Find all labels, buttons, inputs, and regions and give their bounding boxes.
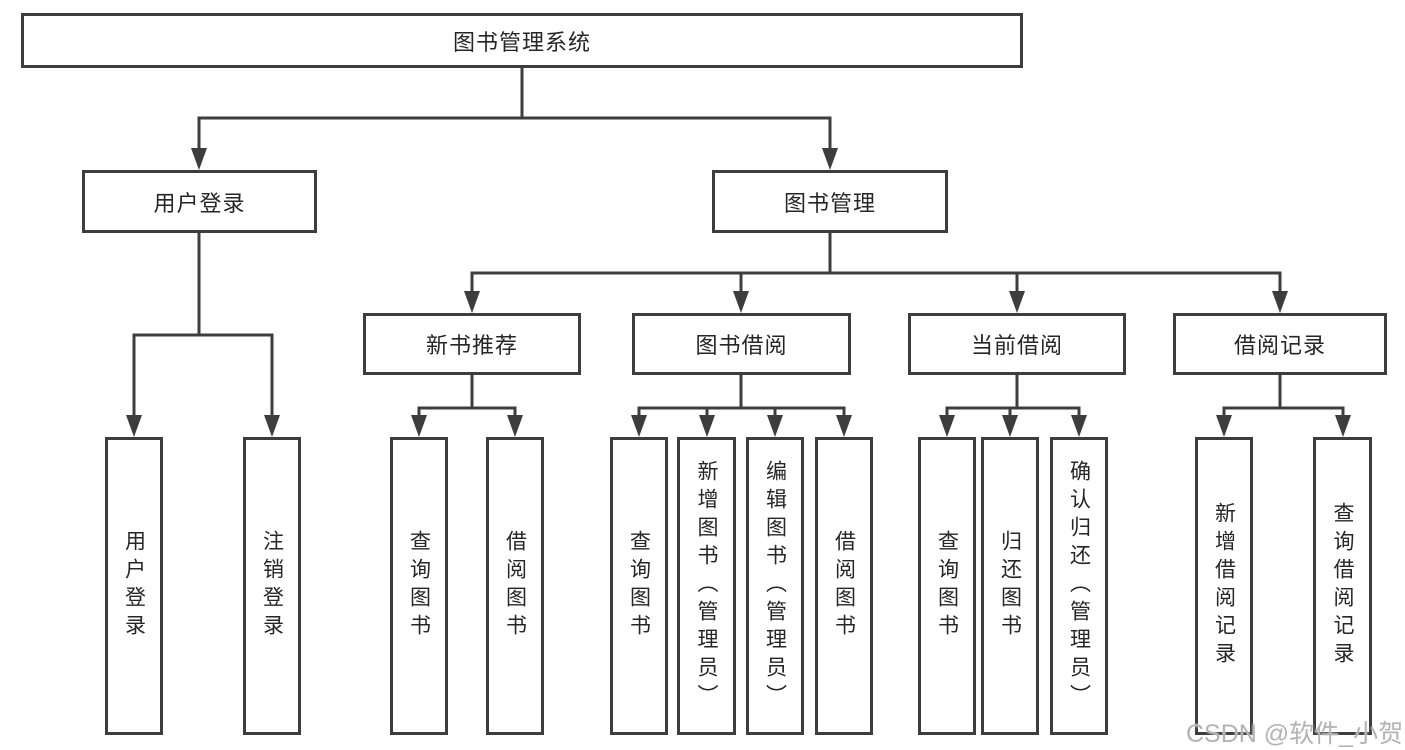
leaf-user-login: 用户登录 [105,437,163,735]
leaf-current-confirm-return-admin-label: 确认归还（管理员） [1067,460,1091,712]
node-new-book-recommend-label: 新书推荐 [425,333,518,358]
leaf-current-query-books-label: 查询图书 [935,530,959,642]
leaf-current-confirm-return-admin: 确认归还（管理员） [1050,437,1108,735]
leaf-current-query-books: 查询图书 [918,437,976,735]
node-user-login-label: 用户登录 [153,190,246,216]
node-library-system-label: 图书管理系统 [452,29,591,55]
leaf-borrow-borrow-books-label: 借阅图书 [832,530,856,642]
node-borrow-record: 借阅记录 [1173,313,1387,375]
leaf-borrow-add-book-admin-label: 新增图书（管理员） [695,460,718,712]
leaf-logout-login: 注销登录 [243,437,301,735]
leaf-borrow-edit-book-admin: 编辑图书（管理员） [746,437,804,735]
csdn-watermark: CSDN @软件_小贺同学 [1186,720,1405,748]
leaf-recommend-query-books-label: 查询图书 [407,530,431,642]
leaf-recommend-borrow-books: 借阅图书 [486,437,544,735]
leaf-logout-login-label: 注销登录 [260,530,284,642]
node-library-system: 图书管理系统 [21,13,1023,68]
node-book-borrow-label: 图书借阅 [695,333,788,358]
leaf-record-query-borrow-record-label: 查询借阅记录 [1331,502,1354,670]
node-book-management: 图书管理 [712,170,948,233]
leaf-recommend-query-books: 查询图书 [390,437,448,735]
leaf-record-add-borrow-record: 新增借阅记录 [1195,437,1253,735]
leaf-user-login-label: 用户登录 [122,530,146,642]
node-borrow-record-label: 借阅记录 [1233,333,1326,358]
leaf-record-add-borrow-record-label: 新增借阅记录 [1212,502,1236,670]
leaf-current-return-books: 归还图书 [981,437,1039,735]
leaf-current-return-books-label: 归还图书 [998,530,1022,642]
node-user-login: 用户登录 [82,170,317,233]
node-current-borrow: 当前借阅 [908,313,1126,375]
leaf-borrow-add-book-admin: 新增图书（管理员） [677,437,736,735]
leaf-recommend-borrow-books-label: 借阅图书 [503,530,527,642]
node-new-book-recommend: 新书推荐 [363,313,581,375]
node-book-management-label: 图书管理 [783,190,876,216]
leaf-borrow-borrow-books: 借阅图书 [815,437,873,735]
leaf-record-query-borrow-record: 查询借阅记录 [1313,437,1372,735]
leaf-borrow-query-books-label: 查询图书 [627,530,651,642]
leaf-borrow-edit-book-admin-label: 编辑图书（管理员） [763,460,787,712]
leaf-borrow-query-books: 查询图书 [610,437,668,735]
node-book-borrow: 图书借阅 [632,313,851,375]
node-current-borrow-label: 当前借阅 [970,333,1063,358]
